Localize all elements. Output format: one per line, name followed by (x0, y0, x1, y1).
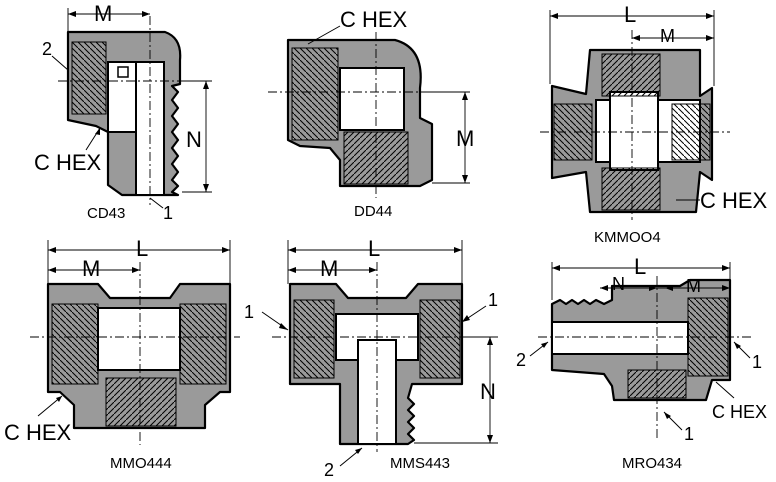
mro434-port2-label: 2 (516, 350, 526, 370)
mms443-caption: MMS443 (390, 455, 450, 472)
mms443-m-arrow-right (369, 267, 377, 273)
dd44-m-arrow-top (462, 92, 468, 100)
cd43-m-arrow-right (142, 11, 150, 17)
mms443-thread-left (293, 299, 335, 379)
mro434-port2-arrow (541, 342, 548, 348)
mms443-port1a-label: 1 (244, 302, 254, 322)
mro434-l-arrow-right (722, 265, 730, 271)
dd44-m-label: M (456, 126, 474, 151)
mro434-m-arrow-right (722, 285, 730, 291)
kmmoo4-l-arrow-right (706, 13, 714, 19)
cd43-n-arrow-bottom (203, 184, 209, 192)
cd43-n-label: N (186, 127, 202, 152)
cd43-caption: CD43 (87, 205, 125, 222)
mro434-h-bore (551, 321, 689, 355)
figure-cd43: M N 2 C HEX 1 CD43 (34, 1, 212, 223)
kmmoo4-thread-top (601, 53, 661, 97)
mmo444-thread-left (51, 303, 99, 385)
mmo444-m-arrow-right (132, 267, 140, 273)
dd44-m-arrow-bottom (462, 175, 468, 183)
mmo444-l-arrow-left (48, 247, 56, 253)
kmmoo4-m-arrow-right (706, 35, 714, 41)
mms443-port1b-arrow (462, 315, 470, 322)
mro434-port1b-arrow (664, 412, 671, 419)
mro434-n-arrow-right (649, 285, 657, 291)
mro434-port1a-label: 1 (752, 352, 762, 372)
mro434-l-arrow-left (552, 265, 560, 271)
dd44-chex-leader (307, 25, 341, 45)
mro434-n-arrow-left (600, 285, 608, 291)
figure-mmo444: L M C HEX MMO444 (4, 236, 240, 472)
cd43-m-label: M (94, 1, 112, 26)
cd43-thread-zone (71, 41, 107, 115)
mro434-chex-label: C HEX (712, 402, 767, 422)
mms443-n-arrow-bottom (487, 435, 493, 443)
dd44-chex-label: C HEX (340, 7, 408, 32)
mmo444-l-label: L (136, 236, 148, 261)
mmo444-l-arrow-right (222, 247, 230, 253)
mms443-port1b-label: 1 (488, 290, 498, 310)
mmo444-m-arrow-left (48, 267, 56, 273)
cd43-m-arrow-left (68, 11, 76, 17)
mro434-port1a-arrow (734, 342, 741, 349)
mmo444-caption: MMO444 (110, 455, 172, 472)
kmmoo4-l-arrow-left (550, 13, 558, 19)
kmmoo4-caption: KMMOO4 (594, 229, 661, 246)
mms443-l-label: L (368, 236, 380, 261)
mms443-m-arrow-left (288, 267, 296, 273)
mms443-thread-right (419, 299, 461, 379)
cd43-port1-label: 1 (163, 203, 173, 223)
kmmoo4-chex-label: C HEX (700, 188, 768, 213)
mmo444-chex-label: C HEX (4, 420, 72, 445)
mms443-m-label: M (320, 256, 338, 281)
mro434-port1b-label: 1 (684, 424, 694, 444)
cd43-chex-label: C HEX (34, 150, 102, 175)
dd44-thread-left (291, 47, 339, 141)
kmmoo4-m-arrow-left (632, 35, 640, 41)
mms443-n-arrow-top (487, 337, 493, 345)
mms443-port2-label: 2 (324, 460, 334, 480)
cd43-port2-label: 2 (42, 39, 52, 59)
figure-mro434: L N M 2 1 C HEX 1 MRO434 (516, 254, 767, 472)
kmmoo4-l-label: L (624, 2, 636, 27)
cd43-n-arrow-top (203, 81, 209, 89)
mro434-chex-leader (715, 381, 735, 399)
mms443-port2-arrow (355, 448, 362, 454)
dd44-inner-bore (339, 67, 405, 131)
mms443-l-arrow-right (454, 247, 462, 253)
cd43-port1-leader (149, 197, 164, 209)
mmo444-h-bore (97, 307, 181, 371)
mro434-l-label: L (634, 254, 646, 279)
kmmoo4-v-bore (609, 91, 659, 171)
cd43-port2-leader (51, 55, 69, 71)
mmo444-m-label: M (82, 256, 100, 281)
mro434-m-arrow-left (665, 285, 673, 291)
figure-mms443: L M N 1 1 2 MMS443 (244, 236, 498, 480)
mmo444-thread-right (179, 303, 227, 385)
cd43-chex-arrow (95, 128, 100, 135)
mro434-caption: MRO434 (622, 455, 682, 472)
mmo444-chex-arrow (56, 396, 62, 402)
kmmoo4-thread-bottom (601, 167, 661, 211)
figure-kmmoo4: L M C HEX KMMOO4 (540, 2, 768, 246)
mro434-n-label: N (612, 274, 625, 294)
mms443-l-arrow-left (288, 247, 296, 253)
cd43-small-square (117, 66, 129, 78)
mms443-n-label: N (480, 379, 496, 404)
dd44-caption: DD44 (354, 203, 392, 220)
mro434-m-label: M (686, 276, 701, 296)
mmo444-thread-bottom (105, 377, 177, 427)
kmmoo4-m-label: M (660, 26, 675, 46)
figure-dd44: C HEX M DD44 (268, 7, 474, 220)
mms443-port1a-arrow (279, 323, 288, 330)
